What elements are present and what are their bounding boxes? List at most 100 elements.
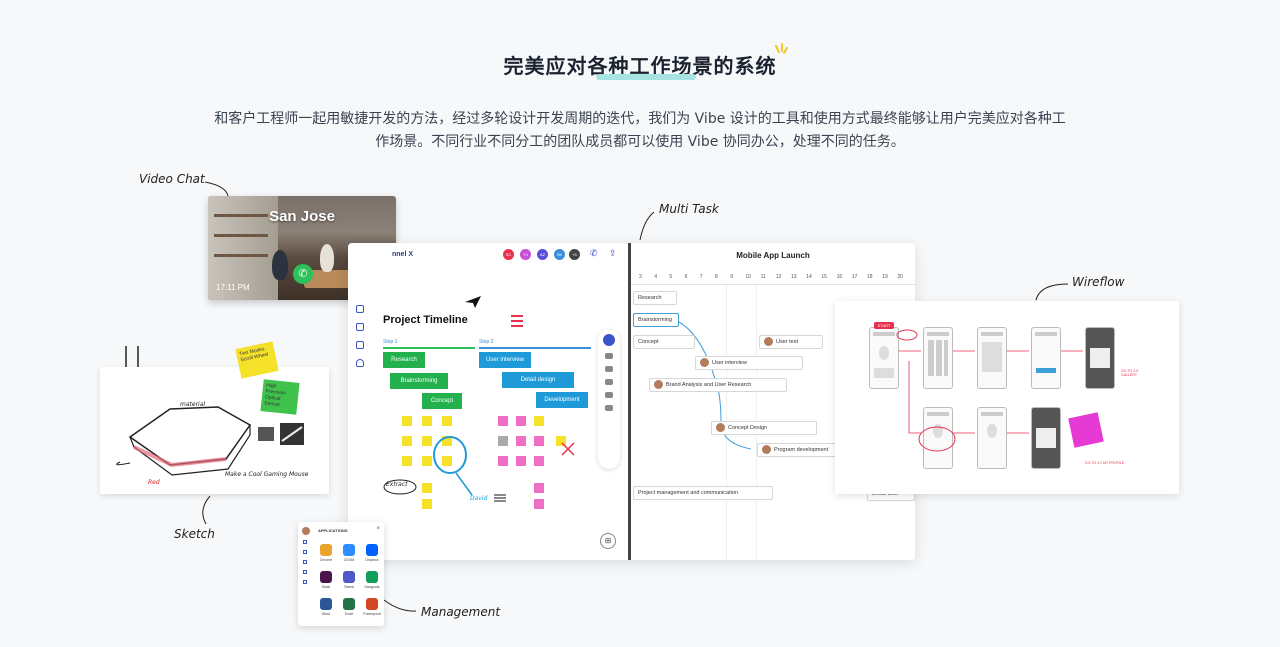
ruler-tick-label: 20	[897, 274, 903, 280]
dropbox-app-icon[interactable]	[366, 544, 378, 556]
bar-concept[interactable]: Concept	[422, 393, 462, 409]
bar-research[interactable]: Research	[383, 352, 425, 368]
video-chat-card[interactable]: San Jose ✆ 17:11 PM	[208, 196, 396, 300]
ruler-tick-label: 10	[745, 274, 751, 280]
sticky-note[interactable]	[422, 483, 432, 493]
pen-tool-icon[interactable]	[603, 334, 615, 346]
sticky-note[interactable]	[534, 416, 544, 426]
channel-name: nnel X	[392, 251, 414, 258]
sidebar-icon[interactable]	[303, 540, 307, 544]
cast-icon[interactable]	[356, 323, 364, 331]
task-brand-analysis[interactable]: Brand Analysis and User Research	[649, 378, 787, 392]
sidebar-icon[interactable]	[303, 570, 307, 574]
sticky-note[interactable]	[498, 416, 508, 426]
sticky-note[interactable]	[534, 499, 544, 509]
screen-my-post[interactable]	[977, 327, 1007, 389]
avatar[interactable]: AZ	[537, 249, 548, 260]
excel-app-icon[interactable]	[343, 598, 355, 610]
shelf	[214, 254, 268, 257]
teams-app-icon[interactable]	[343, 571, 355, 583]
sticky-note[interactable]	[556, 436, 566, 446]
task-user-interview[interactable]: User interview	[695, 356, 803, 370]
screen-gallery[interactable]	[923, 327, 953, 389]
sticky-note[interactable]	[442, 436, 452, 446]
task-user-test[interactable]: User test	[759, 335, 823, 349]
split-divider[interactable]	[628, 243, 631, 560]
sticky-note[interactable]	[442, 456, 452, 466]
sticky-note[interactable]	[498, 456, 508, 466]
close-icon[interactable]: ×	[376, 526, 380, 532]
sticky-note[interactable]	[516, 416, 526, 426]
screen-edit-profile[interactable]	[923, 407, 953, 469]
word-app-icon[interactable]	[320, 598, 332, 610]
zoom-app-icon[interactable]	[343, 544, 355, 556]
task-brainstorming[interactable]: Brainstorming	[633, 313, 679, 327]
sticky-note[interactable]	[422, 436, 432, 446]
sticky-note[interactable]	[402, 456, 412, 466]
hangouts-app-icon[interactable]	[366, 571, 378, 583]
task-concept[interactable]: Concept	[633, 335, 695, 349]
avatar[interactable]: SC	[503, 249, 514, 260]
sticky-note[interactable]	[516, 456, 526, 466]
screen-edit-photo[interactable]	[977, 407, 1007, 469]
sticky-note[interactable]	[442, 416, 452, 426]
sticky-note[interactable]	[422, 499, 432, 509]
chrome-app-icon[interactable]	[320, 544, 332, 556]
sticky-note[interactable]	[516, 436, 526, 446]
sticky-note[interactable]	[534, 483, 544, 493]
powerpoint-app-icon[interactable]	[366, 598, 378, 610]
sidebar-icon[interactable]	[303, 560, 307, 564]
screen-post-updated[interactable]	[1085, 327, 1115, 389]
sticky-note[interactable]	[498, 436, 508, 446]
avatar[interactable]: YJ	[520, 249, 531, 260]
sticky-note[interactable]	[402, 436, 412, 446]
ruler-tick-label: 15	[821, 274, 827, 280]
share-icon[interactable]: ⇪	[609, 248, 617, 258]
sticky-note-green[interactable]: High Precision Optical Sensor	[260, 379, 300, 415]
app-label: Chrome	[319, 558, 333, 562]
screen-photo-updated[interactable]	[1031, 407, 1061, 469]
bar-brainstorming[interactable]: Brainstorming	[390, 373, 448, 389]
multi-task-window[interactable]: nnel X SC YJ AZ SK +5 ✆ ⇪ Project Timeli…	[348, 243, 915, 560]
sticky-note[interactable]	[402, 416, 412, 426]
user-icon[interactable]	[356, 305, 364, 313]
sticky-note[interactable]	[534, 436, 544, 446]
task-research[interactable]: Research	[633, 291, 677, 305]
bell-icon[interactable]	[356, 359, 364, 367]
ruler-tick-label: 4	[654, 274, 657, 280]
end-call-button[interactable]: ✆	[293, 264, 313, 284]
sticky-note[interactable]	[534, 456, 544, 466]
sticky-note[interactable]	[422, 456, 432, 466]
app-label: ZOOM	[343, 558, 355, 562]
app-label: Word	[321, 612, 331, 616]
app-label: Excel	[344, 612, 354, 616]
sticky-tool-icon[interactable]	[605, 353, 613, 359]
undo-icon[interactable]	[605, 392, 613, 398]
wireflow-card[interactable]: GO TO 4.1 MY PROFILE GO TO 3.3 GALLERY	[835, 301, 1179, 494]
avatar-more[interactable]: +5	[569, 249, 580, 260]
ruler-tick-label: 19	[882, 274, 888, 280]
sketch-caption: Make a Cool Gaming Mouse	[225, 471, 309, 478]
slack-app-icon[interactable]	[320, 571, 332, 583]
phone-icon[interactable]: ✆	[590, 248, 598, 258]
sticky-note[interactable]	[422, 416, 432, 426]
bar-detail-design[interactable]: Detail design	[502, 372, 574, 388]
shape-tool-icon[interactable]	[605, 366, 613, 372]
grid-view-icon[interactable]: ⊞	[600, 533, 616, 549]
screen-my-profile[interactable]	[869, 327, 899, 389]
screen-edit-post[interactable]	[1031, 327, 1061, 389]
send-icon	[465, 296, 481, 308]
bar-development[interactable]: Development	[536, 392, 588, 408]
timeline-title: Mobile App Launch	[736, 251, 810, 260]
task-project-management[interactable]: Project management and communication	[633, 486, 773, 500]
task-concept-design[interactable]: Concept Design	[711, 421, 817, 435]
sidebar-icon[interactable]	[303, 580, 307, 584]
apps-icon[interactable]	[356, 341, 364, 349]
bar-user-interview[interactable]: User interview	[479, 352, 531, 368]
sidebar-icon[interactable]	[303, 550, 307, 554]
redo-icon[interactable]	[605, 405, 613, 411]
whiteboard-pane[interactable]: nnel X SC YJ AZ SK +5 ✆ ⇪ Project Timeli…	[348, 243, 628, 560]
avatar[interactable]: SK	[554, 249, 565, 260]
comment-tool-icon[interactable]	[605, 379, 613, 385]
